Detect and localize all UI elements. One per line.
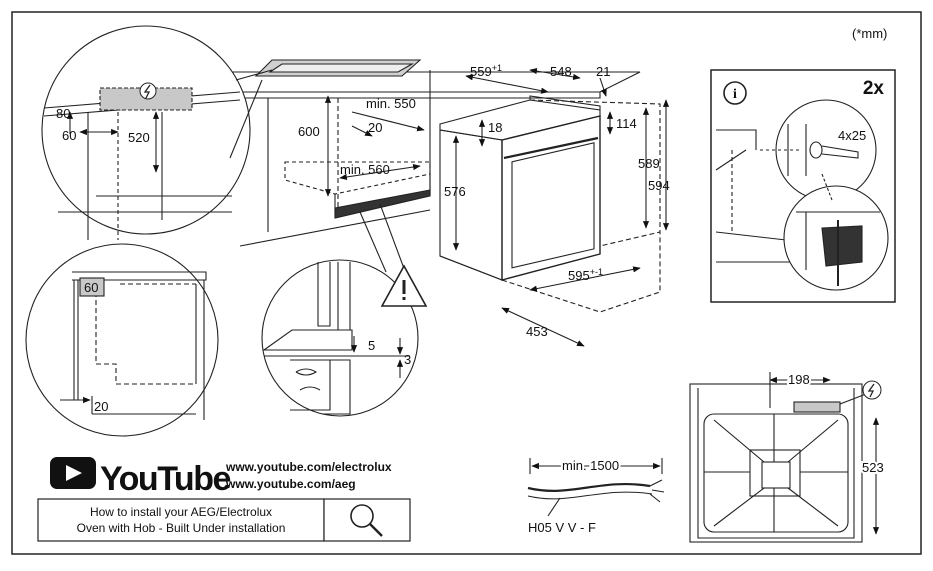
dim-523: 523	[862, 460, 884, 475]
dim-595: 595+-1	[568, 267, 603, 283]
dim-453: 453	[526, 324, 548, 339]
dim-559: 559+1	[470, 63, 502, 79]
warning-icon	[380, 264, 428, 307]
youtube-play-icon[interactable]	[50, 457, 96, 489]
lightning-icon	[862, 380, 882, 400]
side-zoom	[25, 243, 219, 437]
dim-min-550: min. 550	[366, 96, 416, 111]
screw-panel	[710, 69, 896, 303]
dim-594: 594	[648, 178, 670, 193]
caption-line-1: How to install your AEG/Electrolux	[90, 505, 272, 519]
dim-20-side: 20	[94, 399, 108, 414]
dim-60-side: 60	[84, 280, 98, 295]
dim-18: 18	[488, 120, 502, 135]
screw-qty: 2x	[863, 78, 885, 99]
dim-520: 520	[128, 130, 150, 145]
dim-600: 600	[298, 124, 320, 139]
dim-198: 198	[788, 372, 810, 387]
svg-text:i: i	[733, 87, 737, 102]
cable-type: H05 V V - F	[528, 520, 596, 535]
dim-min-560: min. 560	[340, 162, 390, 177]
info-icon: i	[723, 81, 747, 105]
dim-548: 548	[550, 64, 572, 79]
youtube-url-electrolux[interactable]: www.youtube.com/electrolux	[225, 460, 392, 474]
dim-60-top: 60	[62, 128, 76, 143]
cable-length: min. 1500	[562, 458, 619, 473]
youtube-logo-text: YouTube	[100, 460, 230, 498]
dim-80: 80	[56, 106, 70, 121]
top-left-zoom	[41, 25, 273, 240]
oven-drawing	[439, 68, 670, 347]
caption-line-2: Oven with Hob - Built Under installation	[77, 521, 286, 535]
dim-114: 114	[616, 116, 637, 131]
dim-20-cabinet: 20	[368, 120, 382, 135]
dim-3: 3	[404, 352, 411, 367]
dim-589: 589	[638, 156, 660, 171]
units-note: (*mm)	[852, 26, 887, 41]
cable-drawing	[527, 458, 665, 517]
outer-frame	[11, 11, 922, 555]
youtube-url-aeg[interactable]: www.youtube.com/aeg	[225, 477, 356, 491]
warning-zoom	[261, 203, 419, 417]
magnifier-icon[interactable]	[350, 504, 383, 537]
video-caption-box[interactable]: How to install your AEG/Electrolux Oven …	[37, 498, 411, 542]
dim-576: 576	[444, 184, 466, 199]
dim-5: 5	[368, 338, 375, 353]
lightning-icon	[139, 82, 157, 100]
screw-size: 4x25	[838, 128, 866, 143]
back-view	[689, 372, 880, 543]
dim-21: 21	[596, 64, 610, 79]
